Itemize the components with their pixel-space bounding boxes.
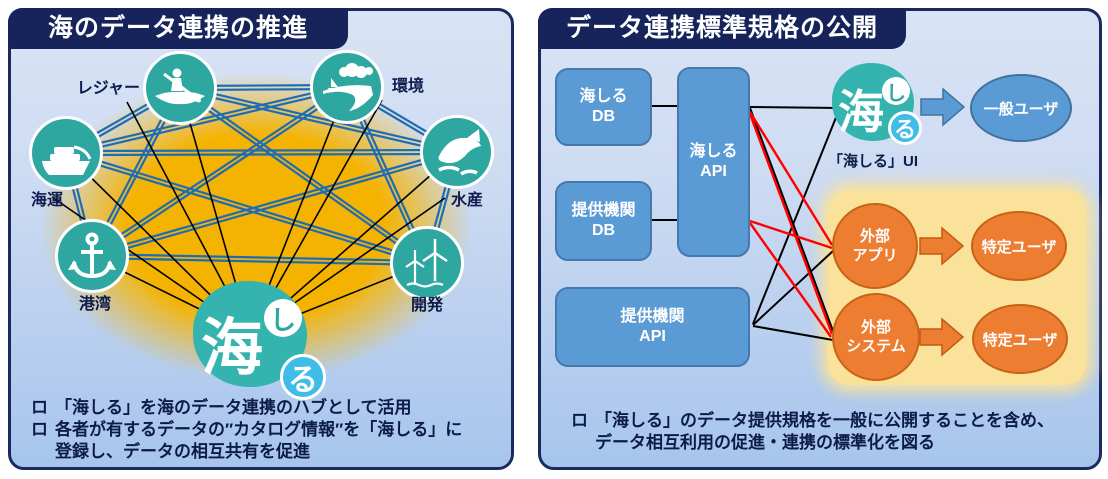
external-app-label: アプリ bbox=[852, 247, 898, 264]
bullet-line: ロ「海しる」のデータ提供規格を一般に公開することを含め、 bbox=[571, 410, 1054, 432]
box-label: 提供機関 bbox=[571, 202, 636, 219]
line-ui-providerapi bbox=[752, 109, 840, 325]
umishiru-kanji: 海 bbox=[838, 86, 884, 138]
node-label-ports: 港湾 bbox=[78, 296, 111, 313]
specific-user-ellipse-system: 特定ユーザ bbox=[972, 304, 1068, 374]
line-api-extsystem bbox=[749, 107, 834, 332]
node-fisheries bbox=[420, 115, 494, 189]
arrow-extsystem-to-specific-user bbox=[919, 317, 965, 357]
left-panel-bullets: ロ「海しる」を海のデータ連携のハブとして活用 ロ各者が有するデータの″カタログ情… bbox=[31, 397, 462, 463]
network-edge bbox=[66, 150, 428, 263]
network-edge bbox=[90, 84, 347, 256]
external-app-circle: 外部 アプリ bbox=[832, 203, 918, 289]
network-edge bbox=[91, 256, 427, 267]
network-edge bbox=[65, 83, 347, 153]
line-providerapi-extapp bbox=[752, 250, 834, 326]
red-line-apimid-extapp bbox=[749, 219, 833, 250]
box-label: 提供機関 bbox=[620, 308, 685, 325]
external-system-circle: 外部 システム bbox=[832, 293, 920, 381]
bullet-line: 登録し、データの相互共有を促進 bbox=[31, 441, 462, 463]
right-panel-standard-spec-publication: データ連携標準規格の公開 海しる DB 提供機関 bbox=[538, 8, 1102, 470]
external-system-label: システム bbox=[846, 338, 906, 355]
umishiru-ru-disc: る bbox=[888, 111, 922, 145]
network-edge bbox=[91, 149, 457, 256]
node-ports bbox=[55, 219, 129, 293]
left-panel-title: 海のデータ連携の推進 bbox=[8, 8, 348, 49]
left-panel-ocean-data-collaboration: 海のデータ連携の推進 bbox=[8, 8, 514, 470]
bullet-text: 各者が有するデータの″カタログ情報″を「海しる」に bbox=[55, 420, 463, 439]
umishiru-shi-disc: し bbox=[882, 77, 910, 105]
box-label: DB bbox=[591, 108, 616, 125]
bullet-line: ロ各者が有するデータの″カタログ情報″を「海しる」に bbox=[31, 419, 462, 441]
bullet-text: 「海しる」を海のデータ連携のハブとして活用 bbox=[55, 398, 412, 417]
bullet-marker: ロ bbox=[31, 398, 48, 417]
arrow-extapp-to-specific-user bbox=[919, 226, 965, 266]
red-line-api-extsystem bbox=[748, 113, 834, 335]
network-edge bbox=[179, 88, 457, 156]
environment-icon bbox=[323, 63, 373, 111]
box-label: 海しる bbox=[689, 143, 738, 160]
bullet-line: データ相互利用の促進・連携の標準化を図る bbox=[571, 432, 1054, 454]
bullet-marker: ロ bbox=[571, 411, 588, 430]
node-leisure bbox=[143, 51, 217, 125]
bullet-line: ロ「海しる」を海のデータ連携のハブとして活用 bbox=[31, 397, 462, 419]
line-api-ui bbox=[749, 106, 842, 109]
node-environment bbox=[310, 50, 384, 124]
box-umishiru-api: 海しる API bbox=[677, 67, 750, 257]
kayak-icon bbox=[155, 68, 205, 105]
node-shipping bbox=[29, 116, 103, 190]
node-development bbox=[390, 226, 464, 300]
external-system-label: 外部 bbox=[860, 319, 891, 336]
red-line-api-extapp bbox=[748, 111, 834, 246]
umishiru-shi-disc: し bbox=[264, 299, 302, 337]
node-label-shipping: 海運 bbox=[30, 192, 63, 209]
specific-user-ellipse-app: 特定ユーザ bbox=[971, 211, 1067, 281]
node-label-development: 開発 bbox=[410, 297, 443, 314]
network-edge bbox=[66, 87, 348, 157]
anchor-icon bbox=[68, 232, 116, 279]
bullet-text: データ相互利用の促進・連携の標準化を図る bbox=[595, 433, 935, 452]
umishiru-ui-label: 「海しる」UI bbox=[828, 153, 919, 170]
right-panel-title: データ連携標準規格の公開 bbox=[538, 8, 906, 49]
connector-lines-layer bbox=[652, 87, 966, 357]
bullet-text: 登録し、データの相互共有を促進 bbox=[55, 442, 310, 461]
network-edge bbox=[92, 152, 458, 259]
ship-icon bbox=[42, 145, 92, 175]
box-umishiru-db: 海しる DB bbox=[555, 68, 652, 146]
node-label-environment: 環境 bbox=[392, 78, 425, 95]
right-panel-bullets: ロ「海しる」のデータ提供規格を一般に公開することを含め、 データ相互利用の促進・… bbox=[571, 410, 1054, 454]
box-label: API bbox=[700, 163, 727, 180]
bullet-marker: ロ bbox=[31, 420, 48, 439]
umishiru-ru-disc: る bbox=[280, 354, 326, 400]
umishiru-kanji: 海 bbox=[201, 314, 264, 383]
umishiru-ru: る bbox=[893, 117, 916, 142]
node-label-fisheries: 水産 bbox=[450, 192, 483, 209]
bullet-text: 「海しる」のデータ提供規格を一般に公開することを含め、 bbox=[595, 411, 1054, 430]
red-line-apimid-extsystem bbox=[749, 222, 832, 338]
umishiru-shi: し bbox=[886, 82, 906, 105]
network-edge bbox=[180, 85, 429, 263]
box-provider-db: 提供機関 DB bbox=[555, 181, 652, 261]
wind-turbine-icon bbox=[405, 239, 448, 288]
network-edge bbox=[92, 87, 349, 259]
box-label: DB bbox=[591, 222, 616, 239]
box-provider-api: 提供機関 API bbox=[555, 287, 750, 367]
umishiru-shi: し bbox=[269, 304, 296, 335]
node-label-leisure: レジャー bbox=[76, 80, 140, 97]
general-user-ellipse: 一般ユーザ bbox=[970, 74, 1072, 142]
network-edge bbox=[65, 148, 457, 153]
network-edge bbox=[92, 252, 428, 263]
arrow-ui-to-general-user bbox=[920, 87, 966, 127]
network-edge bbox=[66, 152, 458, 157]
line-providerapi-extsystem bbox=[752, 325, 834, 341]
network-edge bbox=[180, 84, 458, 152]
fish-icon bbox=[438, 129, 481, 176]
external-app-label: 外部 bbox=[859, 228, 890, 245]
box-label: 海しる bbox=[579, 88, 628, 105]
box-label: API bbox=[639, 328, 666, 345]
umishiru-ru: る bbox=[288, 364, 318, 397]
